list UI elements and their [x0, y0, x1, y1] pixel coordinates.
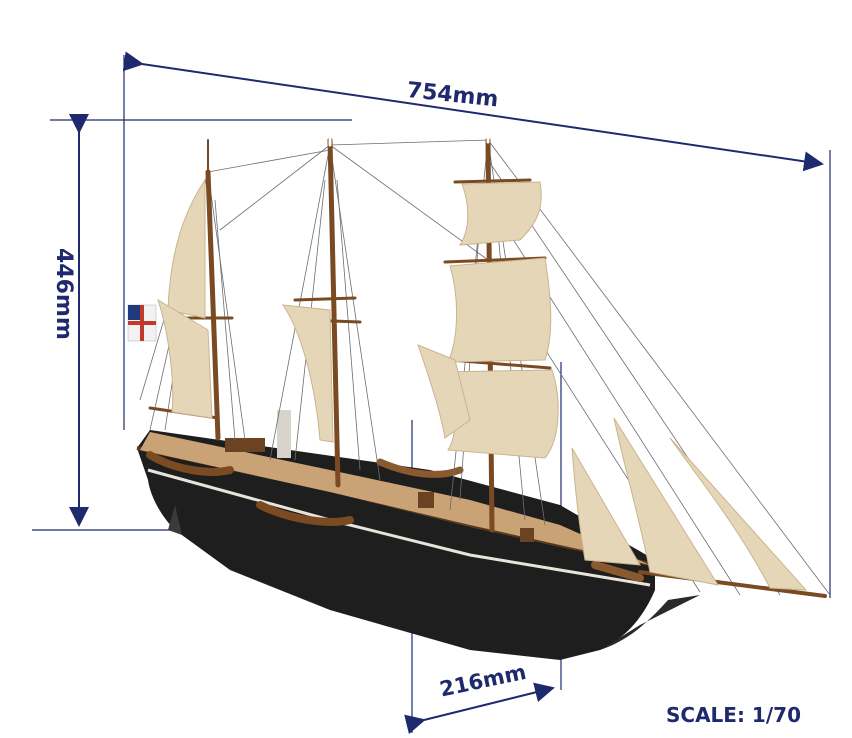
sails	[157, 178, 808, 591]
deck	[140, 410, 650, 582]
scale-label: SCALE: 1/70	[666, 703, 801, 727]
display-stand	[168, 505, 182, 535]
height-dimension-label: 446mm	[51, 248, 76, 340]
ensign-flag	[127, 304, 157, 342]
